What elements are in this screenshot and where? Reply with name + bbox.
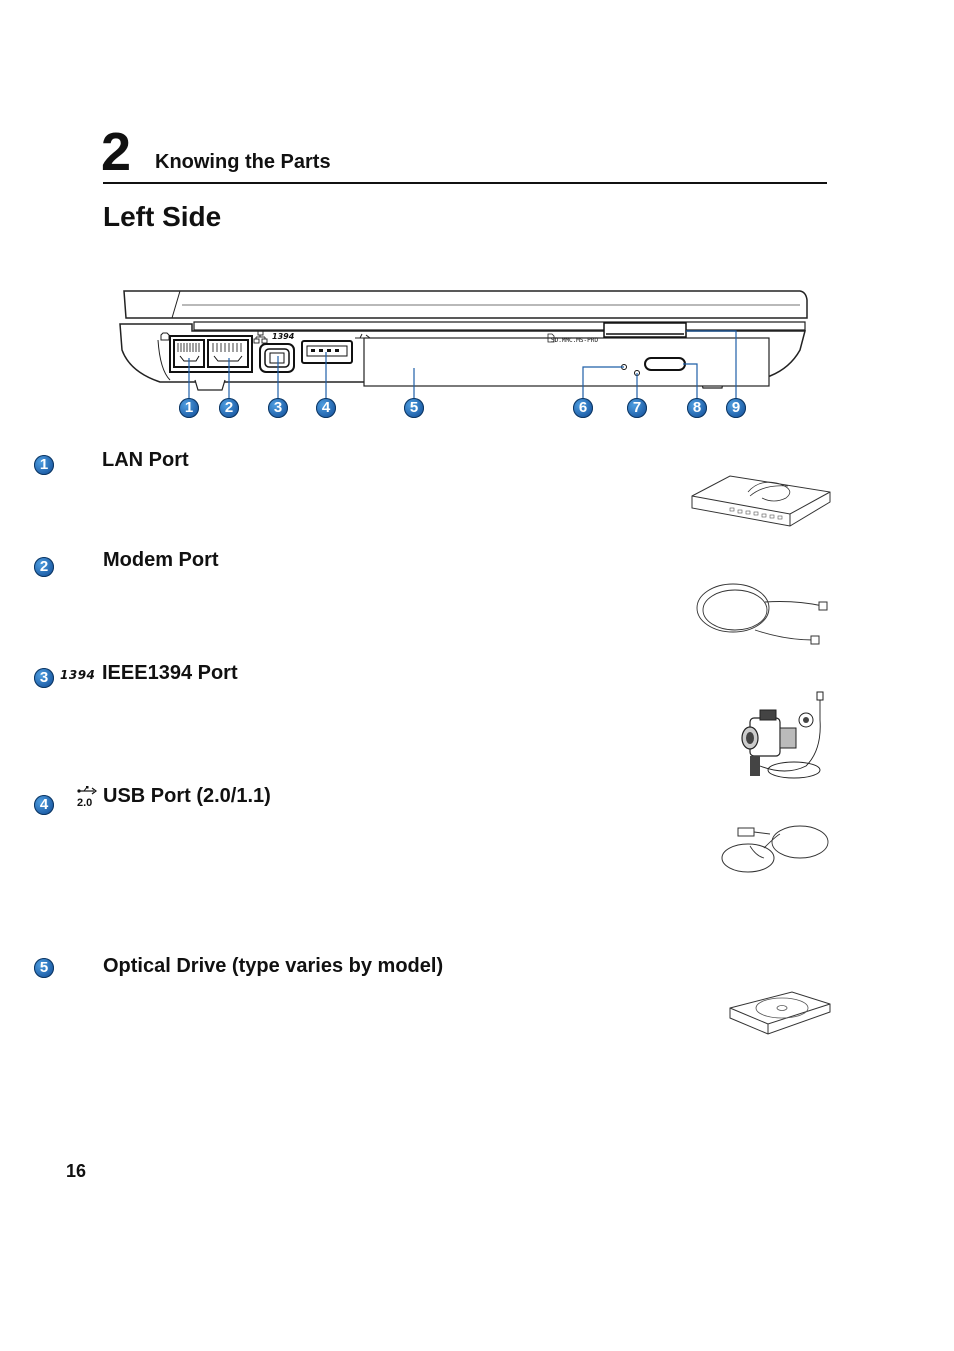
firewire-icon: 1394 <box>60 668 96 682</box>
callout-1: 1 <box>179 398 199 418</box>
phone-cable-illustration <box>696 583 828 645</box>
item-3-badge: 3 <box>34 668 54 688</box>
sd-card-icon <box>547 333 555 343</box>
network-switch-illustration <box>691 475 831 527</box>
item-4-badge: 4 <box>34 795 54 815</box>
ieee1394-port-label: IEEE1394 Port <box>102 662 238 684</box>
chapter-number: 2 <box>101 122 132 182</box>
eject-button <box>644 357 686 371</box>
callout-4: 4 <box>316 398 336 418</box>
header-rule <box>103 182 827 184</box>
lan-port-label: LAN Port <box>102 449 189 471</box>
chapter-title: Knowing the Parts <box>155 151 331 173</box>
usb-port-label: USB Port (2.0/1.1) <box>103 785 271 807</box>
cd-case-illustration <box>729 991 831 1035</box>
usb-version-label: 2.0 <box>77 797 93 809</box>
callout-5: 5 <box>404 398 424 418</box>
callout-6: 6 <box>573 398 593 418</box>
callout-2: 2 <box>219 398 239 418</box>
item-2-badge: 2 <box>34 557 54 577</box>
page-number: 16 <box>66 1161 87 1181</box>
card-reader-slot <box>603 322 687 338</box>
optical-drive-label: Optical Drive (type varies by model) <box>103 955 444 977</box>
laptop-lid <box>123 290 808 319</box>
callout-3: 3 <box>268 398 288 418</box>
usb-2-icon: 2.0 <box>76 785 98 809</box>
modem-port <box>207 339 249 368</box>
modem-port-label: Modem Port <box>103 549 219 571</box>
callout-7: 7 <box>627 398 647 418</box>
network-icon <box>253 330 268 344</box>
item-1-badge: 1 <box>34 455 54 475</box>
item-5-badge: 5 <box>34 958 54 978</box>
optical-drive-tray <box>363 337 770 387</box>
laptop-left-side-illustration: 1394 SD.MMC.MS-PRO <box>119 290 808 400</box>
usb-mouse-illustration <box>721 825 829 873</box>
section-title: Left Side <box>103 201 222 232</box>
card-slot-label: SD.MMC.MS-PRO <box>551 337 598 344</box>
firewire-symbol: 1394 <box>272 332 295 341</box>
callout-8: 8 <box>687 398 707 418</box>
callout-9: 9 <box>726 398 746 418</box>
camcorder-illustration <box>741 691 824 779</box>
